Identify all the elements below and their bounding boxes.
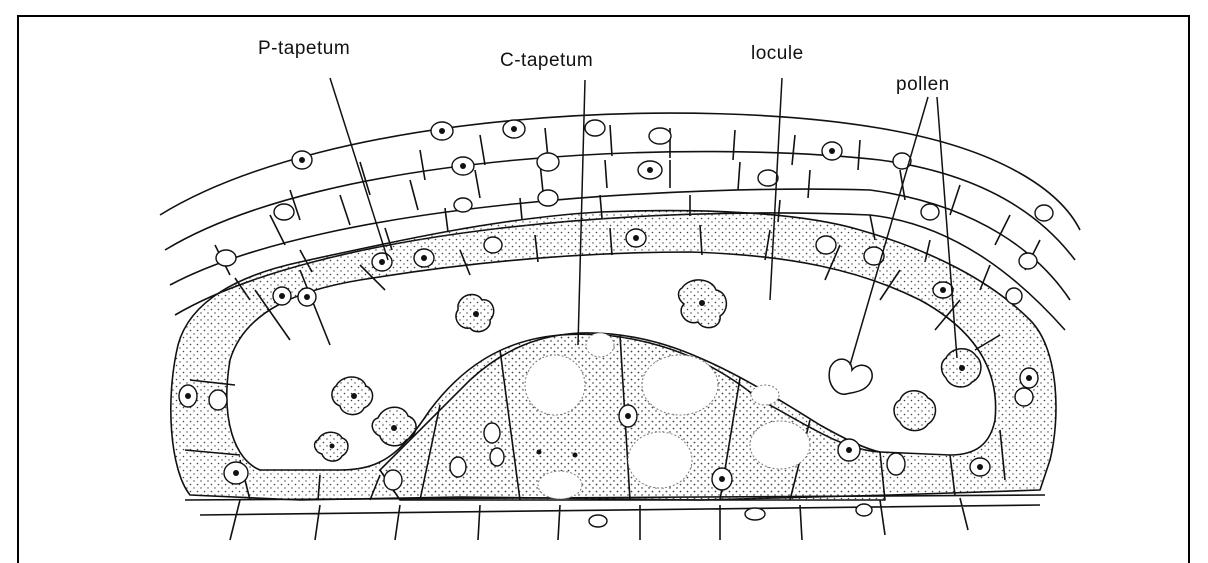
label-pollen: pollen — [896, 74, 950, 95]
label-p-tapetum: P-tapetum — [258, 38, 350, 59]
label-locule: locule — [751, 43, 804, 64]
label-c-tapetum: C-tapetum — [500, 50, 593, 71]
bottom-cell-row — [200, 498, 1040, 540]
